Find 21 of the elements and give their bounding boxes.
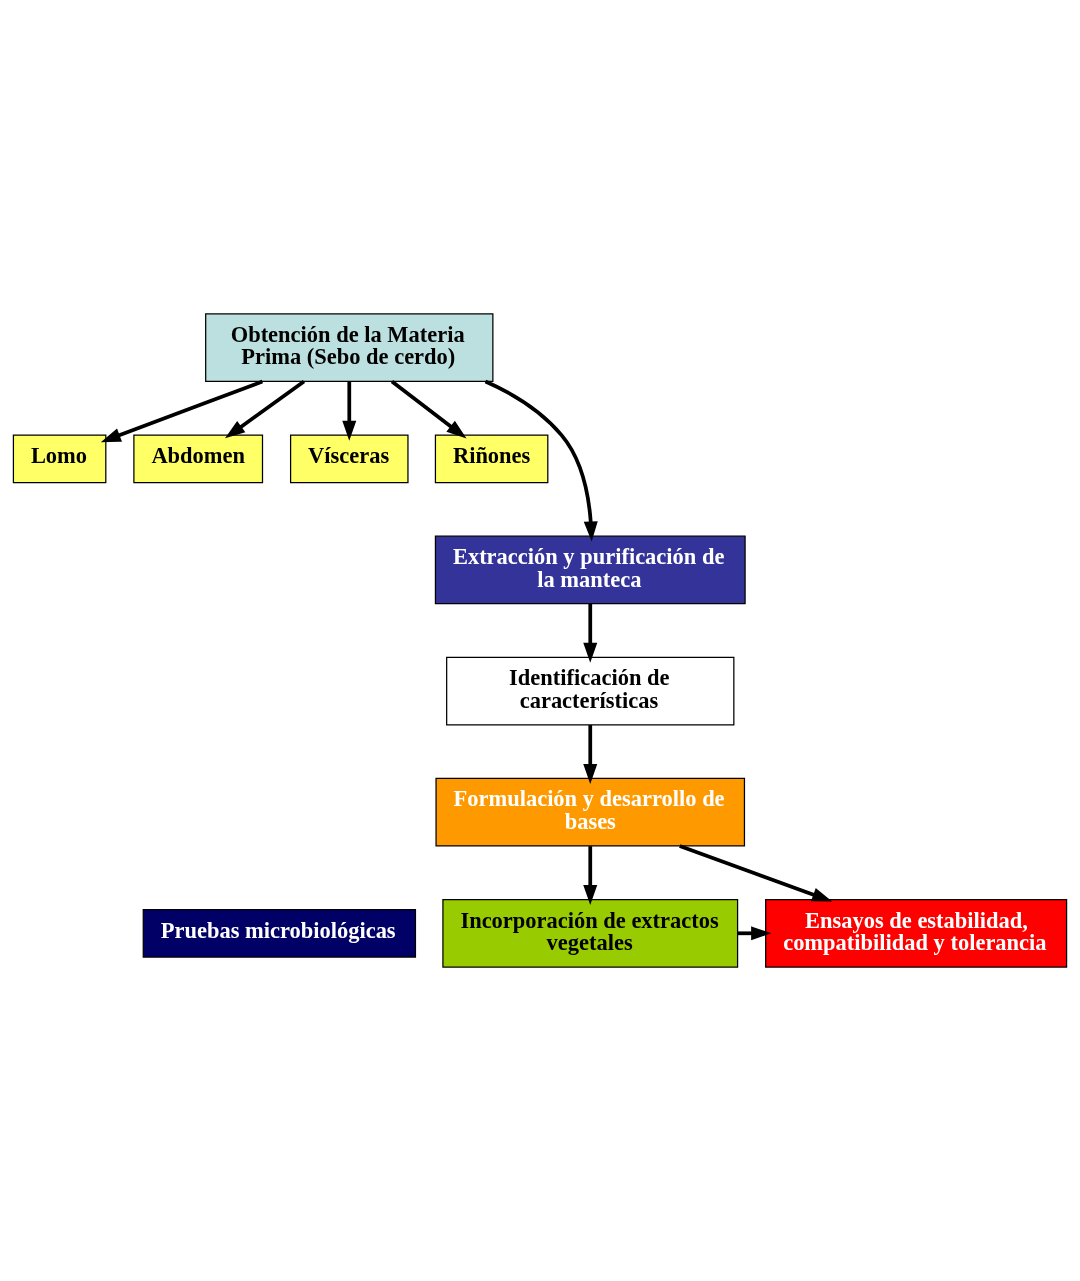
- arrow: [737, 926, 772, 941]
- arrow: [484, 379, 598, 542]
- node-box: Extracción y purificación de la manteca: [434, 535, 746, 605]
- node-box: Pruebas microbiológicas: [142, 908, 417, 958]
- arrow: [390, 380, 467, 439]
- node-box: Ensayos de estabilidad, compatibilidad y tolerancia: [765, 898, 1068, 968]
- node-box: Obtención de la Materia Prima (Sebo de cerdo): [205, 313, 494, 383]
- arrow: [342, 381, 357, 441]
- node-box: Lomo: [12, 434, 107, 484]
- node-box: Incorporación de extractos vegetales: [442, 898, 739, 968]
- node-box: Identificación de características: [446, 656, 735, 726]
- arrow: [583, 603, 598, 663]
- arrow: [583, 725, 598, 784]
- arrow: [100, 379, 263, 443]
- node-box: Abdomen: [133, 434, 264, 484]
- node-box: Vísceras: [289, 434, 409, 484]
- arrow: [583, 846, 598, 906]
- arrow: [679, 844, 833, 902]
- node-box: Riñones: [434, 434, 549, 484]
- node-box: Formulación y desarrollo de bases: [435, 777, 746, 847]
- arrow: [225, 380, 306, 439]
